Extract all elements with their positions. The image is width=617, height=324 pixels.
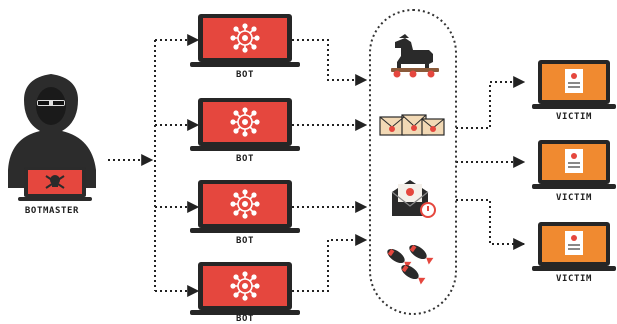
bot-laptop-4 bbox=[190, 262, 300, 315]
bot-label-2: BOT bbox=[235, 154, 255, 164]
connector-to-victim-3 bbox=[456, 199, 526, 250]
attack-methods-group bbox=[369, 9, 457, 315]
bot-label-4: BOT bbox=[235, 314, 255, 324]
infected-document-icon bbox=[565, 231, 583, 255]
connector-to-victim-1 bbox=[456, 76, 526, 129]
botmaster-figure bbox=[8, 74, 96, 201]
botmaster-label: BOTMASTER bbox=[24, 206, 80, 216]
connector-bot-1-attack bbox=[292, 39, 368, 86]
malware-bombs-icon bbox=[387, 244, 434, 285]
virus-icon bbox=[230, 23, 260, 53]
trojan-horse-icon bbox=[391, 34, 439, 78]
victim-label-3: VICTIM bbox=[555, 274, 593, 284]
bot-label-1: BOT bbox=[235, 70, 255, 80]
hooded-hacker-icon bbox=[8, 74, 96, 188]
virus-icon bbox=[230, 189, 260, 219]
bot-laptop-2 bbox=[190, 98, 300, 151]
phishing-email-icon bbox=[391, 180, 436, 218]
victim-laptop-3 bbox=[532, 222, 616, 271]
bot-laptop-3 bbox=[190, 180, 300, 233]
victim-laptop-2 bbox=[532, 140, 616, 189]
spam-email-icon bbox=[379, 114, 445, 136]
infected-document-icon bbox=[565, 149, 583, 173]
infected-document-icon bbox=[565, 69, 583, 93]
virus-icon bbox=[230, 107, 260, 137]
virus-icon bbox=[230, 271, 260, 301]
connector-bot-4-attack bbox=[292, 234, 368, 292]
victim-laptop-1 bbox=[532, 60, 616, 109]
victim-label-2: VICTIM bbox=[555, 193, 593, 203]
victim-label-1: VICTIM bbox=[555, 112, 593, 122]
bot-label-3: BOT bbox=[235, 236, 255, 246]
victim-laptops bbox=[532, 60, 616, 271]
skull-icon bbox=[45, 175, 65, 189]
bot-laptop-1 bbox=[190, 14, 300, 67]
bot-laptops bbox=[190, 14, 300, 315]
